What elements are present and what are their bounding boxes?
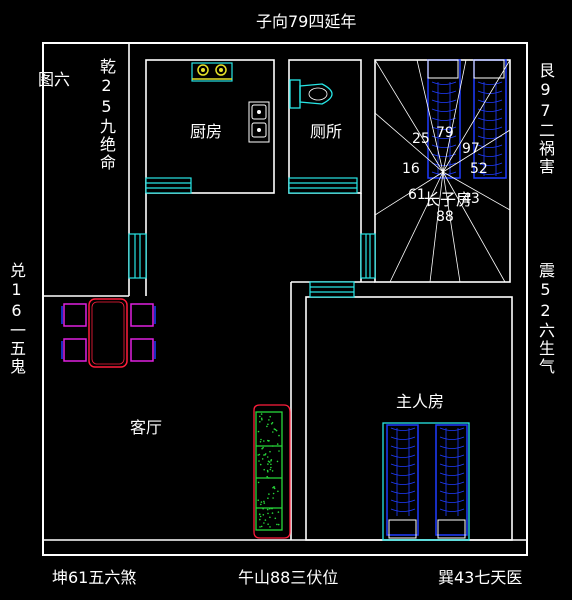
kitchen-label: 厨房 [190,122,223,141]
star-number-79: 79 [436,125,454,141]
son-room-beds [427,59,507,179]
sofa [253,404,291,539]
master-room-label: 主人房 [396,392,445,411]
kitchen-door [145,177,192,194]
compass-northeast-label: 艮97二祸害 [536,62,555,176]
son-room-label: 长子房 [424,190,473,209]
star-number-52: 52 [470,161,488,177]
sink-icon [248,101,270,143]
doors [128,177,376,298]
toilet-door [288,177,358,194]
son-room-door [360,233,376,279]
compass-north-label: 子向79四延年 [256,12,357,31]
figure-label: 图六 [38,70,71,89]
master-door [309,281,355,298]
toilet-label: 厕所 [310,122,343,141]
star-number-88: 88 [436,209,454,225]
stove-icon [191,62,233,82]
compass-southwest-label: 坤61五六煞 [52,568,137,587]
corridor-window [128,233,147,279]
living-room-label: 客厅 [130,418,163,437]
star-number-61: 61 [408,187,426,203]
star-number-16: 16 [402,161,420,177]
compass-south-label: 午山88三伏位 [238,568,339,587]
outer-wall [42,42,528,556]
compass-southeast-label: 巽43七天医 [438,568,523,587]
compass-west-label: 兑16一五鬼 [7,262,26,376]
dining-table [61,298,156,368]
compass-east-label: 震52六生气 [536,262,555,376]
star-number-25: 25 [412,131,430,147]
star-number-97: 97 [462,141,480,157]
compass-lines [374,59,511,283]
compass-northwest-label: 乾25九绝命 [97,58,116,172]
star-number-43: 43 [462,191,480,207]
master-beds [382,422,470,541]
toilet-icon [289,79,333,109]
